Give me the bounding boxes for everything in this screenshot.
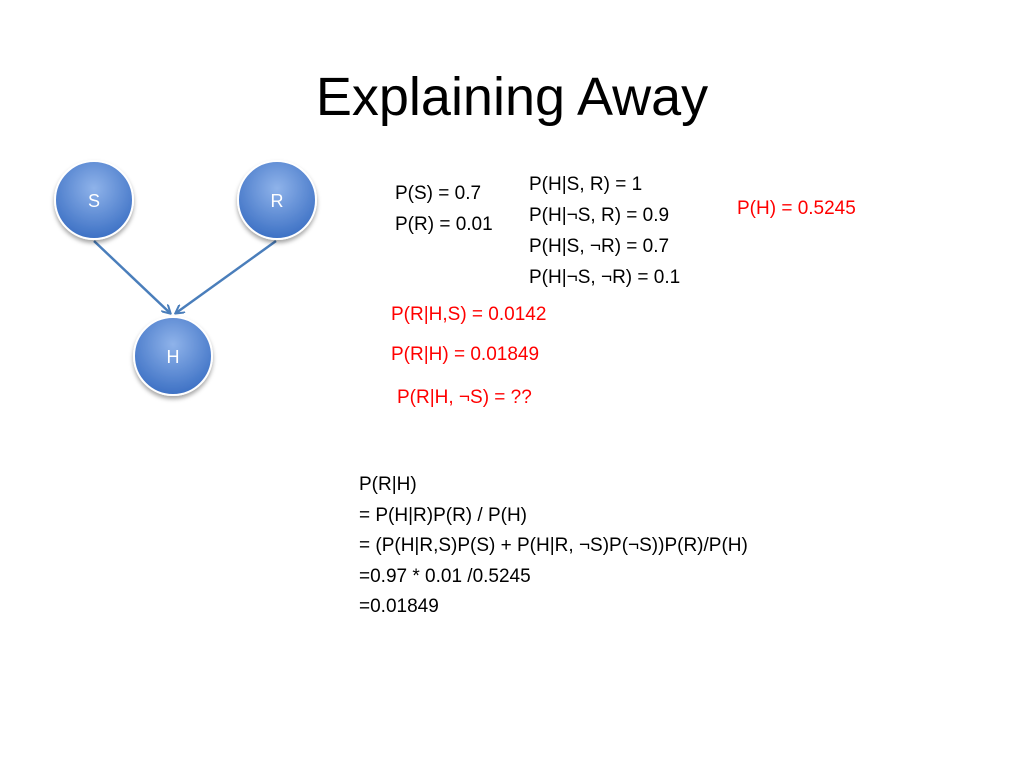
- node-h-label: H: [167, 347, 180, 367]
- prior-s: P(S) = 0.7: [395, 183, 482, 204]
- result-p-r-given-h: P(R|H) = 0.01849: [391, 344, 540, 365]
- cpt-block: P(H|S, R) = 1 P(H|¬S, R) = 0.9 P(H|S, ¬R…: [529, 169, 680, 293]
- cpt-row: P(H|S, R) = 1: [529, 174, 643, 195]
- node-r: R: [237, 160, 317, 240]
- edge-s-to-h: [93, 240, 170, 313]
- result-p-r-given-h-not-s: P(R|H, ¬S) = ??: [397, 387, 532, 408]
- edge-r-to-h: [176, 239, 277, 313]
- node-h: H: [133, 316, 213, 396]
- derivation-block: P(R|H) = P(H|R)P(R) / P(H) = (P(H|R,S)P(…: [359, 470, 748, 623]
- cpt-row: P(H|S, ¬R) = 0.7: [529, 236, 670, 257]
- derivation-line: = (P(H|R,S)P(S) + P(H|R, ¬S)P(¬S))P(R)/P…: [359, 535, 748, 556]
- priors-block: P(S) = 0.7 P(R) = 0.01: [395, 178, 493, 240]
- node-s: S: [54, 160, 134, 240]
- derivation-line: = P(H|R)P(R) / P(H): [359, 504, 528, 526]
- node-s-label: S: [88, 191, 100, 211]
- prior-r: P(R) = 0.01: [395, 214, 493, 235]
- derivation-line: P(R|H): [359, 474, 417, 495]
- result-p-r-given-h-s: P(R|H,S) = 0.0142: [391, 304, 547, 325]
- cpt-row: P(H|¬S, ¬R) = 0.1: [529, 267, 681, 288]
- result-p-h: P(H) = 0.5245: [737, 198, 856, 219]
- derivation-line: =0.97 * 0.01 /0.5245: [359, 565, 531, 587]
- slide-title: Explaining Away: [315, 67, 709, 127]
- node-r-label: R: [271, 191, 284, 211]
- derivation-line: =0.01849: [359, 596, 439, 617]
- cpt-row: P(H|¬S, R) = 0.9: [529, 205, 670, 226]
